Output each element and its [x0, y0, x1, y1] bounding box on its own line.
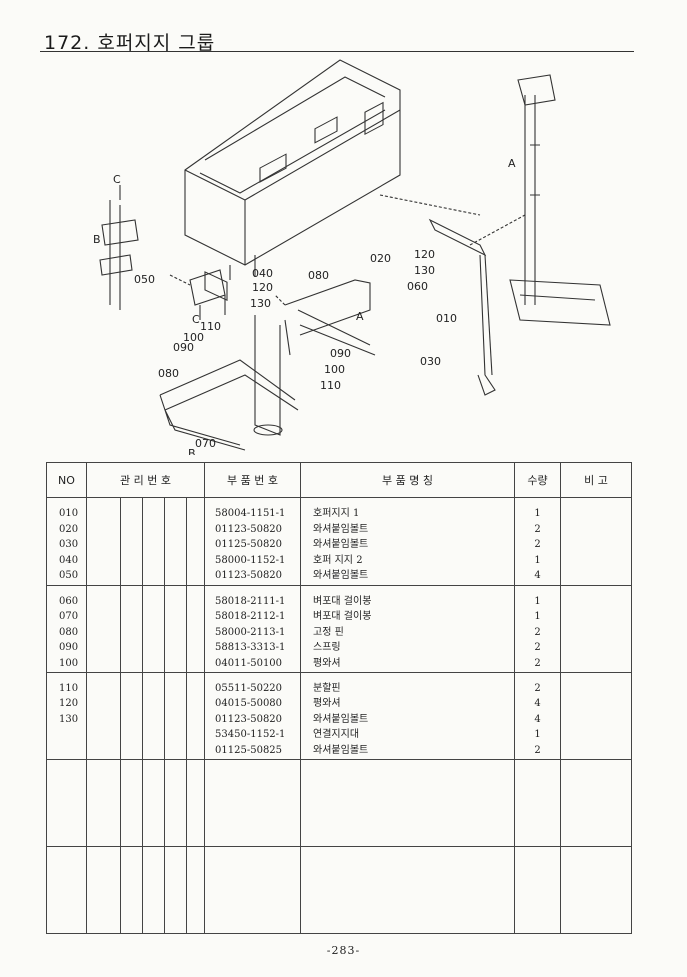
- label-120-left: 120: [252, 281, 273, 294]
- title-rule: [40, 51, 634, 52]
- rod-070: [159, 359, 299, 451]
- label-c-top: C: [113, 173, 121, 186]
- label-b-left: B: [93, 233, 101, 246]
- header-part-name: 부 품 명 칭: [300, 461, 516, 499]
- header-qty: 수량: [514, 461, 562, 499]
- label-080-right: 080: [308, 269, 329, 282]
- right-support-post: [509, 74, 611, 326]
- label-b-bottom: B: [188, 447, 196, 455]
- label-070: 070: [195, 437, 216, 450]
- support-arm-010: [428, 218, 496, 396]
- exploded-parts-diagram: C B 050 040 120 130 C 110 100 090 080 07…: [93, 59, 611, 455]
- label-050: 050: [134, 273, 155, 286]
- label-060: 060: [407, 280, 428, 293]
- label-a-left: A: [356, 310, 364, 323]
- header-note: 비 고: [560, 461, 633, 499]
- label-010: 010: [436, 312, 457, 325]
- table-row-group-empty: [46, 759, 633, 848]
- left-support-post: [99, 185, 139, 310]
- label-130-left: 130: [250, 297, 271, 310]
- label-100-left: 100: [183, 331, 204, 344]
- page-number: -283-: [326, 944, 361, 957]
- label-020: 020: [370, 252, 391, 265]
- label-130-right: 130: [414, 264, 435, 277]
- page-title: 172. 호퍼지지 그룹: [44, 32, 216, 54]
- label-c-mid: C: [192, 313, 200, 326]
- label-040: 040: [252, 267, 273, 280]
- label-120-right: 120: [414, 248, 435, 261]
- table-header-row: NO 관 리 번 호 부 품 번 호 부 품 명 칭 수량 비 고: [46, 461, 633, 499]
- label-080-left: 080: [158, 367, 179, 380]
- rod-060: [284, 279, 376, 356]
- header-mgmt-no: 관 리 번 호: [85, 461, 206, 499]
- header-no: NO: [46, 461, 87, 499]
- label-100-right: 100: [324, 363, 345, 376]
- hopper-box: [184, 59, 401, 302]
- label-110-left: 110: [200, 320, 221, 333]
- header-part-no: 부 품 번 호: [204, 461, 302, 499]
- table-row-group-empty: [46, 846, 633, 934]
- label-090-right: 090: [330, 347, 351, 360]
- bracket-040: [189, 269, 226, 306]
- label-110-right: 110: [320, 379, 341, 392]
- label-090-left: 090: [173, 341, 194, 354]
- label-030: 030: [420, 355, 441, 368]
- label-a-right: A: [508, 157, 516, 170]
